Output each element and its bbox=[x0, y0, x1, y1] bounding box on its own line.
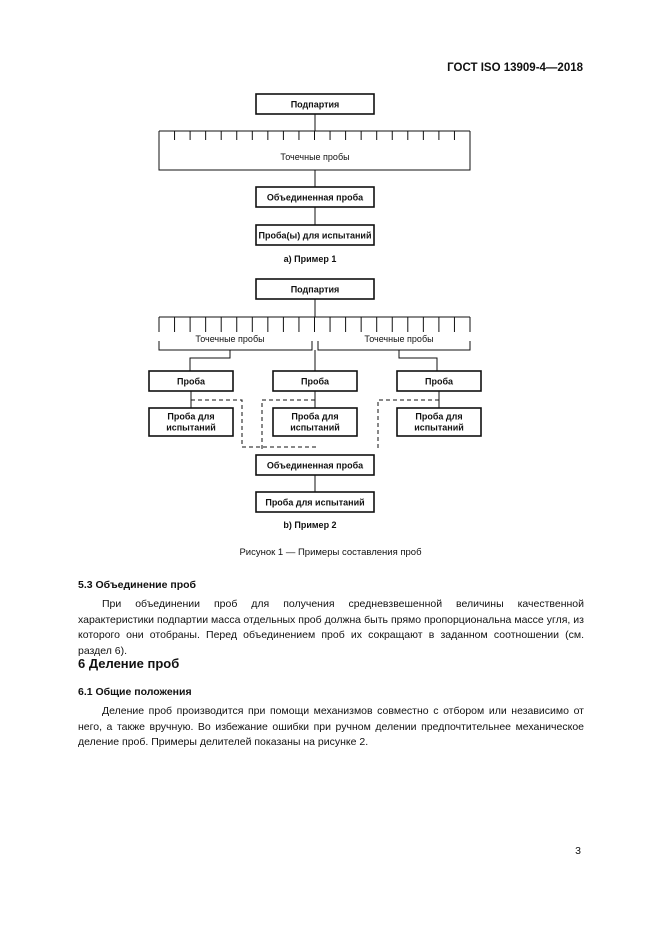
b-composite-label: Объединенная проба bbox=[267, 461, 364, 471]
section-5-3-text: При объединении проб для получения средн… bbox=[78, 598, 584, 657]
b-test-mid-box bbox=[272, 407, 358, 437]
a-test-samples-box bbox=[255, 224, 375, 246]
figure-caption: Рисунок 1 — Примеры составления проб bbox=[239, 547, 422, 558]
section-6-title: 6 Деление проб bbox=[78, 656, 180, 671]
b-test-right-box bbox=[396, 407, 482, 437]
diagram-example-1: Подпартия Точечные пробы Объединенная пр… bbox=[158, 93, 471, 264]
a-increment-ticks bbox=[158, 131, 471, 140]
b-test-left-box bbox=[148, 407, 234, 437]
a-caption: а) Пример 1 bbox=[284, 254, 337, 264]
document-header: ГОСТ ISO 13909-4—2018 bbox=[447, 62, 583, 74]
figure-1-diagram: Подпартия Точечные пробы Объединенная пр… bbox=[148, 93, 482, 530]
b-test-mid-label-1: Проба для bbox=[291, 412, 338, 422]
a-test-samples-label: Проба(ы) для испытаний bbox=[259, 231, 372, 241]
section-6-1-title: 6.1 Общие положения bbox=[78, 686, 192, 698]
b-test-left-label-1: Проба для bbox=[167, 412, 214, 422]
b-test-right-label-2: испытаний bbox=[414, 423, 464, 433]
section-5-3-title: 5.3 Объединение проб bbox=[78, 579, 197, 591]
b-sample-mid-label: Проба bbox=[301, 377, 330, 387]
b-test-left-label-2: испытаний bbox=[166, 423, 216, 433]
b-test-right-label-1: Проба для bbox=[415, 412, 462, 422]
b-sublot-label: Подпартия bbox=[291, 285, 340, 295]
b-caption: b) Пример 2 bbox=[283, 520, 336, 530]
section-6-1-text: Деление проб производится при помощи мех… bbox=[78, 705, 584, 748]
a-sublot-label: Подпартия bbox=[291, 100, 340, 110]
diagram-example-2: Подпартия Точечные пробы Точечные пробы … bbox=[148, 278, 482, 530]
page-number: 3 bbox=[575, 845, 581, 857]
b-increments-left-label: Точечные пробы bbox=[195, 334, 264, 344]
b-test-final-box bbox=[255, 491, 375, 513]
b-increments-right-label: Точечные пробы bbox=[364, 334, 433, 344]
b-sample-left-label: Проба bbox=[177, 377, 206, 387]
b-sample-right-label: Проба bbox=[425, 377, 454, 387]
b-test-mid-label-2: испытаний bbox=[290, 423, 340, 433]
b-test-final-label: Проба для испытаний bbox=[265, 498, 364, 508]
b-increment-ticks bbox=[158, 317, 471, 332]
a-composite-label: Объединенная проба bbox=[267, 193, 364, 203]
a-increments-label: Точечные пробы bbox=[280, 152, 349, 162]
